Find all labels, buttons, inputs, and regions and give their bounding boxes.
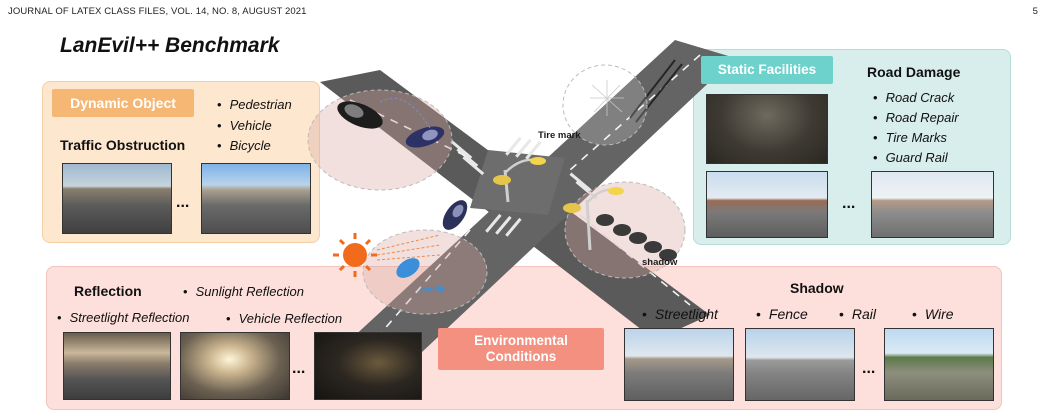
tire-marks — [629, 59, 683, 123]
puddle-highlight-ellipse — [362, 229, 488, 315]
reflection-item-streetlight: Streetlight Reflection — [57, 310, 190, 325]
road-damage-label: Road Damage — [867, 64, 961, 80]
streetlight-shadow-photo — [624, 328, 734, 401]
road-intersection-illustration: Tire mark shadow puddle — [307, 40, 735, 368]
car-dark-blue-icon — [442, 200, 468, 230]
vehicle-path-arrow — [379, 97, 431, 129]
static-item-road-crack: Road Crack — [873, 90, 955, 105]
fence-shadow-photo — [745, 328, 855, 401]
ellipsis: ... — [862, 360, 876, 377]
shadow-item-fence: Fence — [756, 306, 808, 322]
journal-name: JOURNAL OF LATEX CLASS FILES, VOL. 14, N… — [8, 6, 307, 17]
environmental-tag-line2: Conditions — [485, 349, 557, 364]
dynamic-item-pedestrian: Pedestrian — [217, 97, 292, 112]
reflection-label: Reflection — [74, 283, 142, 299]
puddle-icon — [396, 258, 420, 278]
puddle-label: puddle — [420, 285, 447, 294]
crosswalks — [450, 136, 598, 237]
static-item-road-repair: Road Repair — [873, 110, 959, 125]
traffic-obstruction-label: Traffic Obstruction — [60, 137, 186, 153]
streetlight-icon — [563, 187, 624, 251]
road-repair-photo — [706, 171, 828, 238]
static-facilities-tag: Static Facilities — [701, 56, 833, 84]
streetlight-reflection-photo — [180, 332, 290, 400]
crack-highlight-ellipse — [562, 64, 648, 146]
static-item-tire-marks: Tire Marks — [873, 130, 947, 145]
wire-shadow-photo — [884, 328, 994, 401]
figure-title: LanEvil++ Benchmark — [60, 34, 280, 57]
shadow-label: shadow — [642, 257, 678, 268]
ellipsis: ... — [292, 360, 306, 377]
ellipsis: ... — [842, 195, 856, 212]
ellipsis: ... — [176, 194, 190, 211]
vehicle-reflection-photo — [314, 332, 422, 400]
dynamic-object-tag: Dynamic Object — [52, 89, 194, 117]
traffic-photo-1 — [62, 163, 172, 234]
car-black-icon — [337, 101, 383, 129]
intersection-area — [470, 150, 565, 215]
car-blue-icon — [405, 126, 445, 148]
static-item-guard-rail: Guard Rail — [873, 150, 948, 165]
road-crack-photo — [706, 94, 828, 164]
shadow-item-rail: Rail — [839, 306, 876, 322]
dynamic-item-bicycle: Bicycle — [217, 138, 271, 153]
reflection-item-sunlight: Sunlight Reflection — [183, 284, 304, 299]
shadow-shapes — [596, 214, 677, 261]
shadow-item-wire: Wire — [912, 306, 954, 322]
dynamic-item-vehicle: Vehicle — [217, 118, 272, 133]
page-header: JOURNAL OF LATEX CLASS FILES, VOL. 14, N… — [8, 6, 1038, 20]
sunlight-reflection-photo — [63, 332, 171, 400]
traffic-photo-2 — [201, 163, 311, 234]
sun-icon — [333, 233, 377, 277]
sun-rays — [376, 234, 441, 261]
shadow-item-streetlight: Streetlight — [642, 306, 718, 322]
guard-rail-photo — [871, 171, 994, 238]
environmental-tag-line1: Environmental — [474, 333, 568, 348]
tire-mark-label: Tire mark — [538, 130, 581, 141]
page-number: 5 — [1032, 6, 1038, 17]
streetlight-icon — [493, 157, 546, 203]
environmental-conditions-tag: Environmental Conditions — [438, 328, 604, 370]
crack-icon — [590, 80, 624, 116]
shadow-label: Shadow — [790, 280, 844, 296]
reflection-item-vehicle: Vehicle Reflection — [226, 311, 343, 326]
